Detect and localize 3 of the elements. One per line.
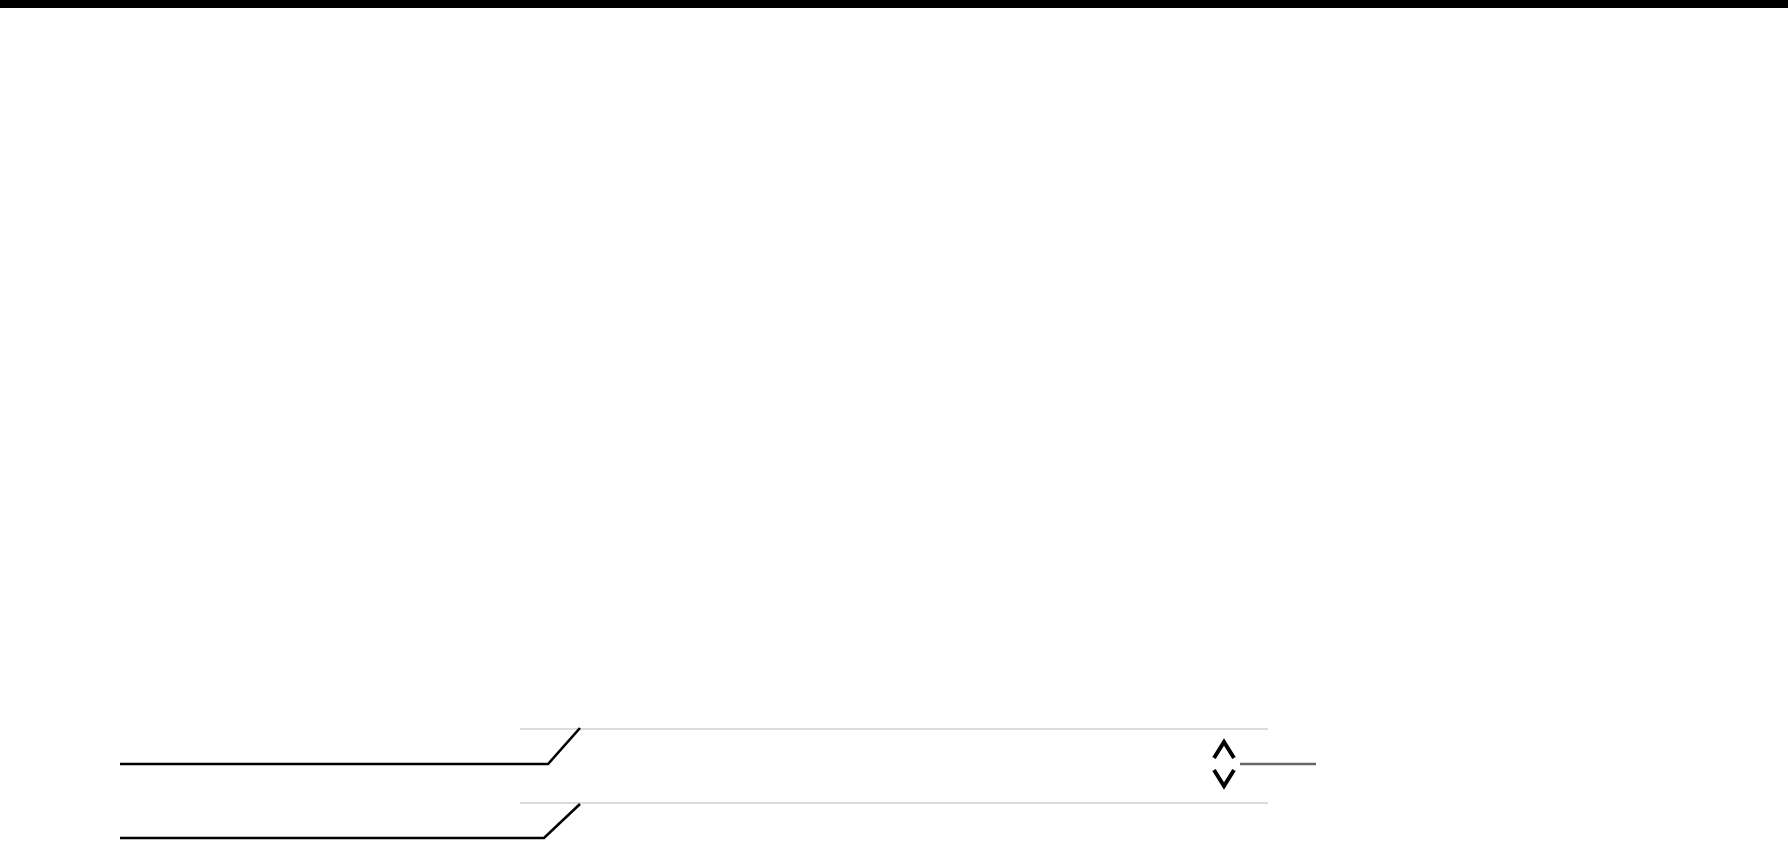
leader-line bbox=[1240, 762, 1316, 766]
leader-line bbox=[120, 727, 581, 766]
leader-line bbox=[120, 803, 581, 840]
